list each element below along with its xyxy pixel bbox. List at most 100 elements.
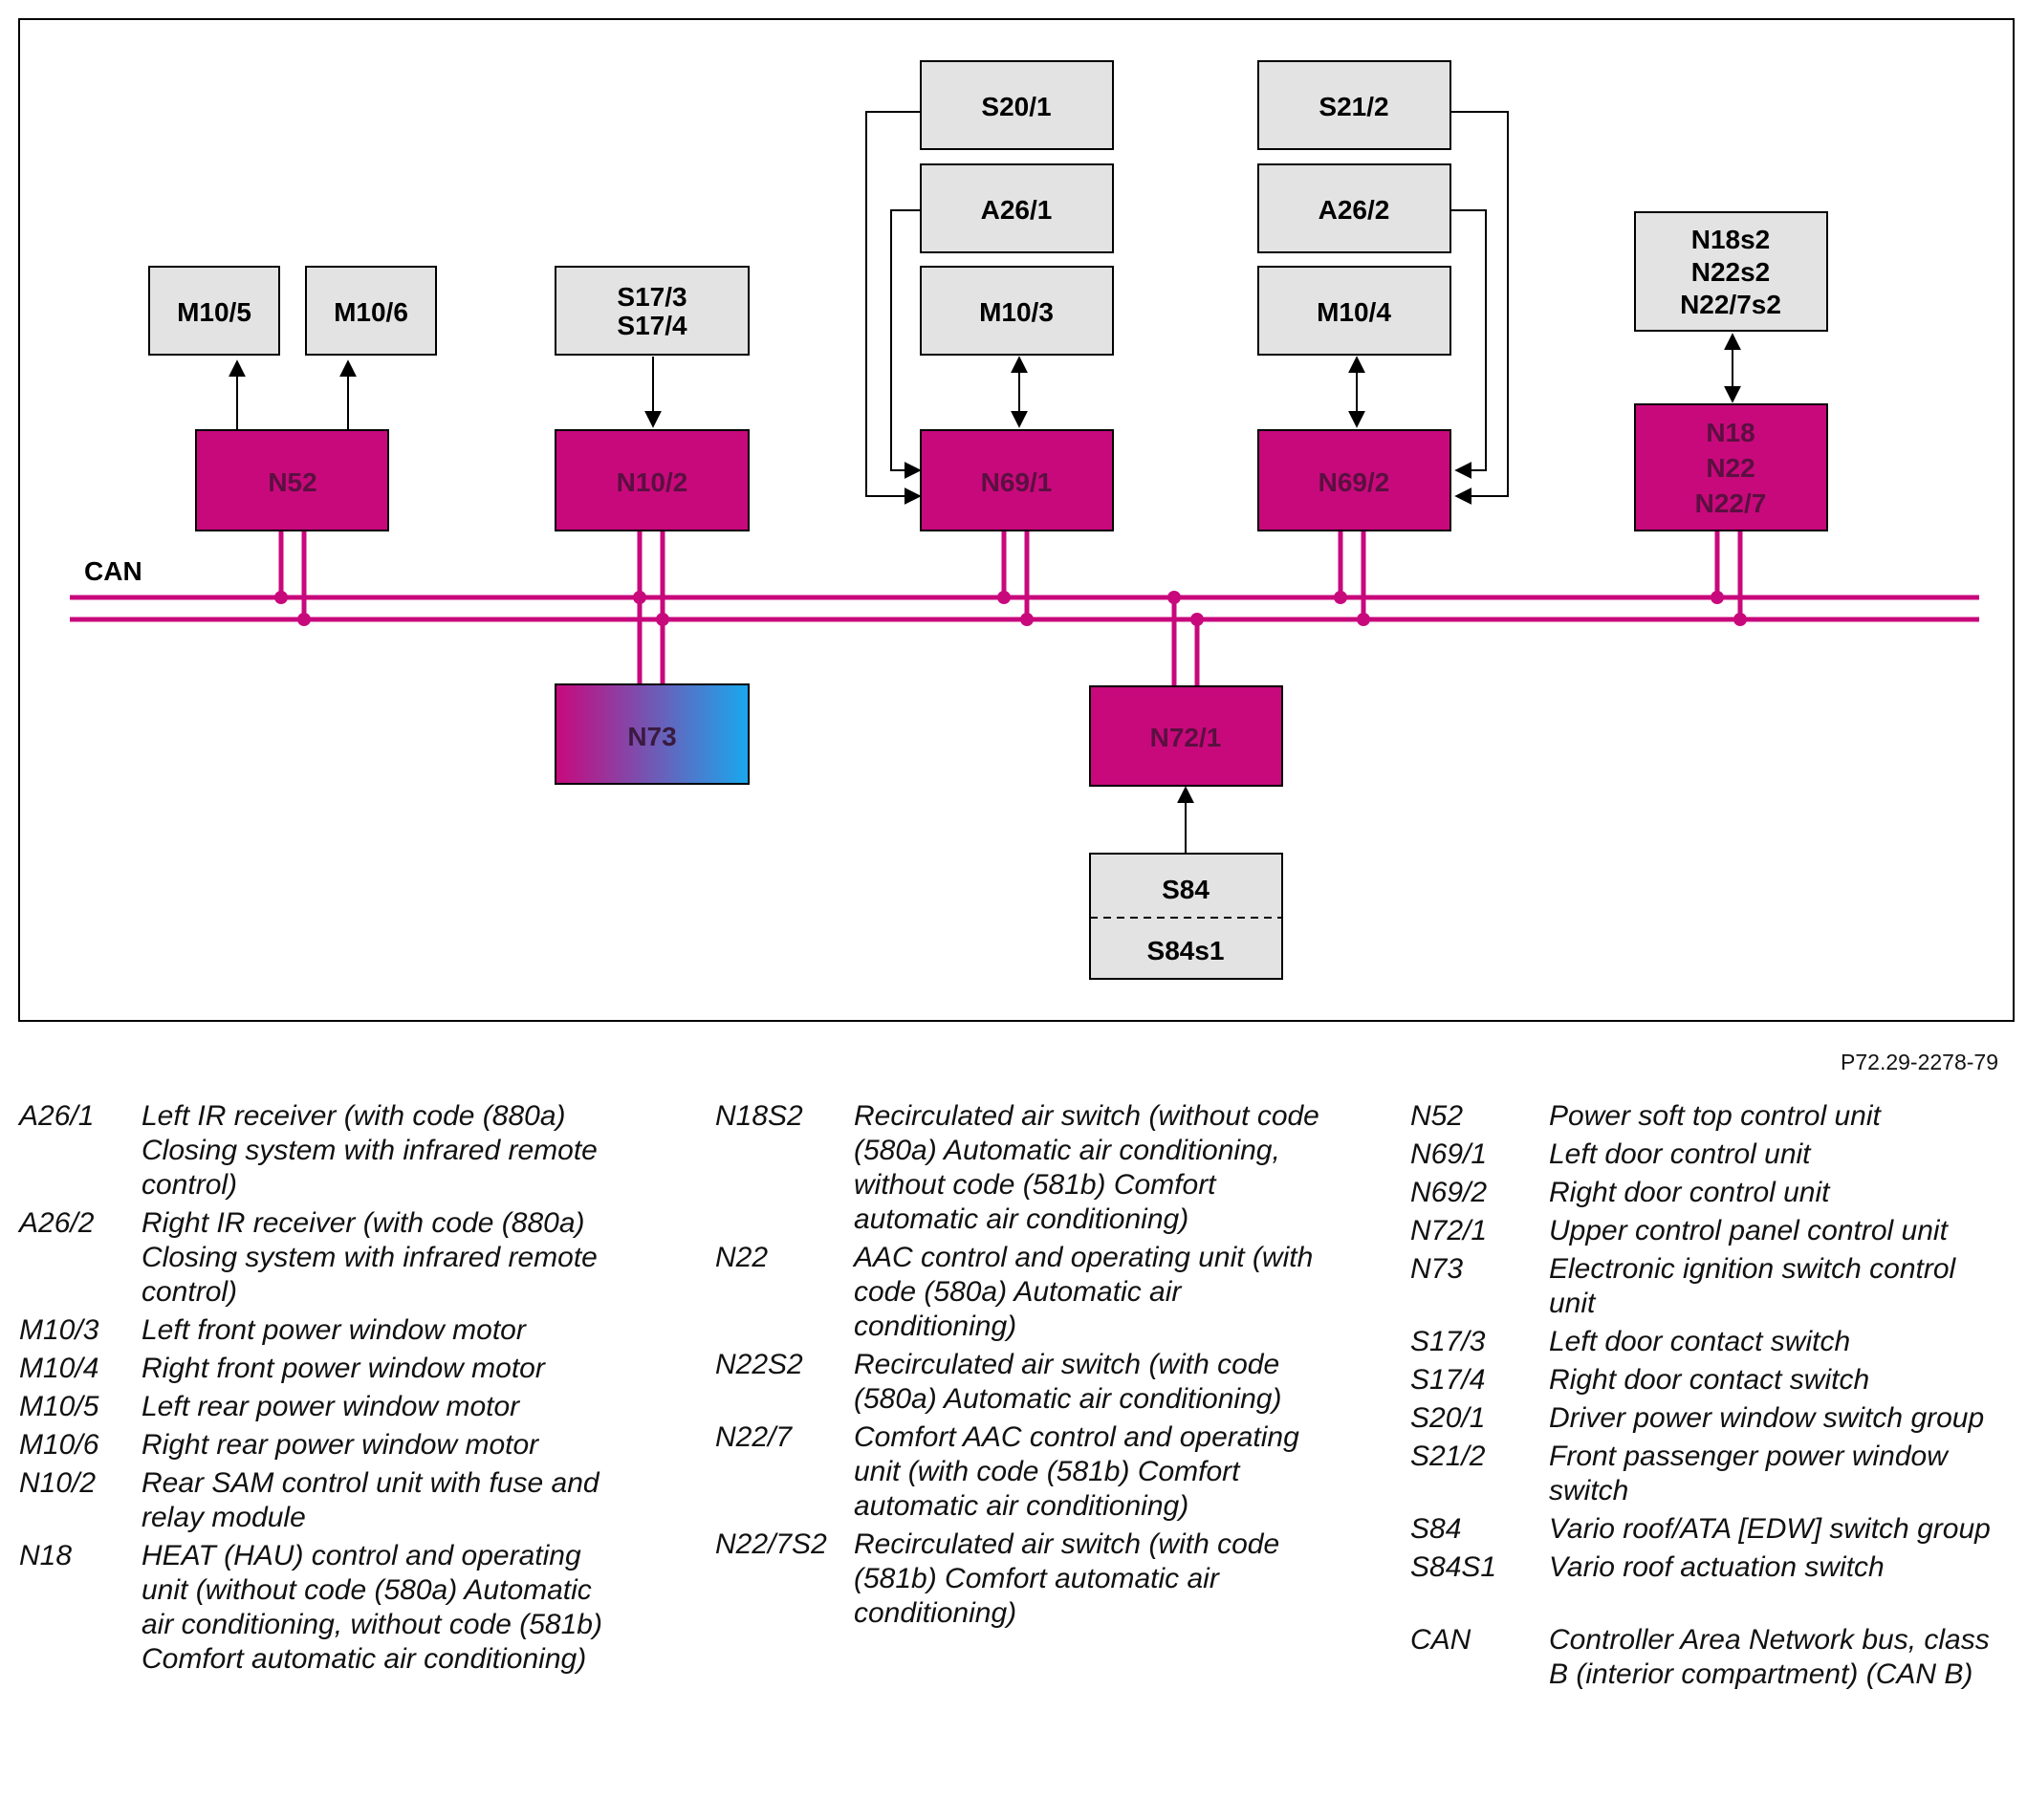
legend-description: Vario roof actuation switch — [1549, 1551, 1885, 1583]
legend-description: Recirculated air switch (with code (581b… — [854, 1528, 1280, 1629]
legend-code: N22/7S2 — [715, 1528, 827, 1560]
svg-text:S20/1: S20/1 — [981, 92, 1051, 121]
node-n69-2: N69/2 — [1257, 429, 1451, 531]
node-a26-1: A26/1 — [920, 163, 1114, 253]
legend-item: S84S1 Vario roof actuation switch — [1410, 1550, 2003, 1585]
legend-item: N22S2 Recirculated air switch (with code … — [715, 1348, 1327, 1417]
legend-code: S84S1 — [1410, 1551, 1497, 1583]
legend-code: S17/3 — [1410, 1326, 1486, 1357]
svg-text:N18s2: N18s2 — [1691, 225, 1771, 254]
svg-text:S84: S84 — [1162, 875, 1210, 904]
can-bus-label: CAN — [84, 556, 142, 586]
legend-description: Left rear power window motor — [142, 1391, 520, 1422]
node-n52: N52 — [195, 429, 389, 531]
node-s17-3-s17-4: S17/3 S17/4 — [555, 266, 750, 356]
svg-text:S84s1: S84s1 — [1147, 936, 1225, 965]
legend-item: M10/6 Right rear power window motor — [19, 1428, 631, 1462]
legend-code: N22S2 — [715, 1349, 803, 1380]
svg-text:M10/4: M10/4 — [1317, 297, 1391, 327]
legend-description: Right door contact switch — [1549, 1364, 1870, 1396]
legend-code: M10/6 — [19, 1429, 99, 1461]
bus-junctions — [274, 591, 1747, 626]
node-n72-1: N72/1 — [1089, 685, 1283, 787]
node-s20-1: S20/1 — [920, 60, 1114, 150]
legend-item: N22/7S2 Recirculated air switch (with cod… — [715, 1528, 1327, 1631]
legend-item: M10/5 Left rear power window motor — [19, 1390, 631, 1424]
legend-item: N72/1 Upper control panel control unit — [1410, 1214, 2003, 1248]
legend-description: Controller Area Network bus, class B (in… — [1549, 1624, 1990, 1690]
legend-code: S17/4 — [1410, 1364, 1486, 1396]
legend-column-1: A26/1 Left IR receiver (with code (880a) … — [19, 1099, 631, 1680]
legend-description: Recirculated air switch (with code (580a… — [854, 1349, 1282, 1415]
svg-text:N69/2: N69/2 — [1319, 467, 1390, 497]
legend-description: Upper control panel control unit — [1549, 1215, 1948, 1246]
legend-code: M10/4 — [19, 1353, 99, 1384]
node-n18-n22-n22-7: N18 N22 N22/7 — [1634, 403, 1828, 531]
svg-text:N52: N52 — [268, 467, 316, 497]
legend-item: S20/1 Driver power window switch group — [1410, 1401, 2003, 1436]
legend-code: N52 — [1410, 1100, 1464, 1132]
legend-code: N18S2 — [715, 1100, 803, 1132]
legend-description: Left front power window motor — [142, 1314, 526, 1346]
svg-text:S17/4: S17/4 — [617, 311, 687, 340]
svg-text:N22/7: N22/7 — [1695, 488, 1767, 518]
legend-description: Power soft top control unit — [1549, 1100, 1881, 1132]
legend-description: Rear SAM control unit with fuse and rela… — [142, 1467, 599, 1533]
legend-code: N72/1 — [1410, 1215, 1488, 1246]
node-m10-5: M10/5 — [148, 266, 280, 356]
node-s21-2: S21/2 — [1257, 60, 1451, 150]
node-n73: N73 — [555, 683, 750, 785]
node-m10-6: M10/6 — [305, 266, 437, 356]
legend-description: Driver power window switch group — [1549, 1402, 1985, 1434]
legend-code: M10/3 — [19, 1314, 99, 1346]
svg-text:N22: N22 — [1706, 453, 1755, 483]
svg-text:M10/5: M10/5 — [177, 297, 251, 327]
legend-description: Left door control unit — [1549, 1138, 1811, 1170]
legend-code: S84 — [1410, 1513, 1462, 1545]
svg-text:M10/3: M10/3 — [979, 297, 1054, 327]
legend-description: Left door contact switch — [1549, 1326, 1851, 1357]
legend-item: A26/1 Left IR receiver (with code (880a) … — [19, 1099, 631, 1202]
legend-item: S17/3 Left door contact switch — [1410, 1325, 2003, 1359]
legend-description: Comfort AAC control and operating unit (… — [854, 1421, 1299, 1522]
node-a26-2: A26/2 — [1257, 163, 1451, 253]
legend-item: N52 Power soft top control unit — [1410, 1099, 2003, 1134]
legend-code: M10/5 — [19, 1391, 99, 1422]
svg-text:N69/1: N69/1 — [981, 467, 1053, 497]
svg-text:A26/2: A26/2 — [1319, 195, 1390, 225]
legend-description: Recirculated air switch (without code (5… — [854, 1100, 1319, 1235]
legend-code: N22 — [715, 1242, 769, 1273]
legend-item: M10/3 Left front power window motor — [19, 1313, 631, 1348]
legend-code: A26/1 — [19, 1100, 95, 1132]
legend-description: Right front power window motor — [142, 1353, 545, 1384]
legend-column-2: N18S2 Recirculated air switch (without co… — [715, 1099, 1327, 1635]
node-m10-4: M10/4 — [1257, 266, 1451, 356]
legend-code: N73 — [1410, 1253, 1464, 1285]
svg-text:N22/7s2: N22/7s2 — [1680, 290, 1781, 319]
svg-text:A26/1: A26/1 — [981, 195, 1053, 225]
svg-text:N22s2: N22s2 — [1691, 257, 1771, 287]
node-s84-s84s1: S84 S84s1 — [1089, 853, 1283, 980]
can-network-diagram: CAN M10/5 M10/6 — [18, 18, 2015, 1022]
svg-text:N10/2: N10/2 — [617, 467, 688, 497]
legend-description: Electronic ignition switch control unit — [1549, 1253, 1956, 1319]
legend-code: N69/1 — [1410, 1138, 1488, 1170]
legend-code: A26/2 — [19, 1207, 95, 1239]
legend-description: Right IR receiver (with code (880a) Clos… — [142, 1207, 598, 1308]
legend-code: N18 — [19, 1540, 73, 1571]
node-m10-3: M10/3 — [920, 266, 1114, 356]
legend-item: N73 Electronic ignition switch control un… — [1410, 1252, 2003, 1321]
signal-lines — [229, 111, 1741, 854]
legend-description: Right rear power window motor — [142, 1429, 539, 1461]
legend-description: Left IR receiver (with code (880a) Closi… — [142, 1100, 598, 1201]
legend-item: N18S2 Recirculated air switch (without co… — [715, 1099, 1327, 1237]
legend-code: S21/2 — [1410, 1441, 1486, 1472]
legend-code: S20/1 — [1410, 1402, 1486, 1434]
